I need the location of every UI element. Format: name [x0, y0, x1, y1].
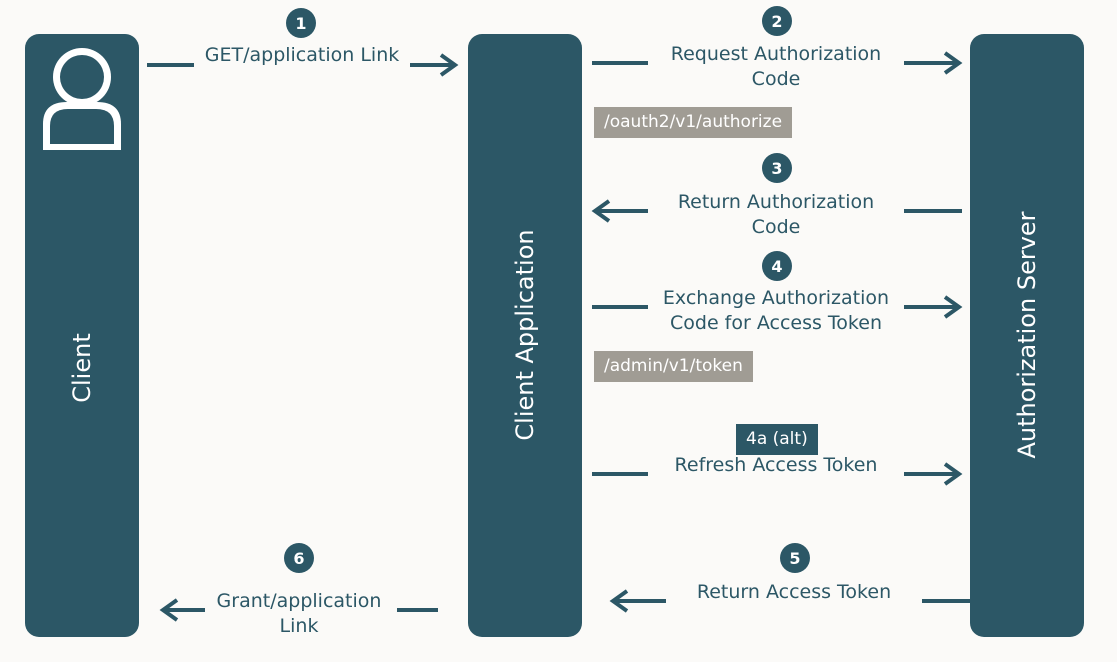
step-4-label: Exchange Authorization Code for Access T… [640, 286, 912, 336]
step-5-badge: 5 [780, 543, 810, 573]
authorize-endpoint-tag: /oauth2/v1/authorize [594, 107, 793, 138]
step-3-badge: 3 [762, 153, 792, 183]
step-6-label-line-1: Grant/application [216, 590, 382, 612]
step-4-label-line-1: Exchange Authorization [662, 287, 890, 309]
step-1-label: GET/application Link [192, 43, 412, 68]
step-6-badge: 6 [284, 543, 314, 573]
step-5-label-line-1: Return Access Token [696, 581, 892, 603]
step-5-label: Return Access Token [668, 580, 920, 605]
step-2-badge: 2 [762, 6, 792, 36]
step-4a-badge: 4a (alt) [736, 424, 818, 455]
step-4a-label: Refresh Access Token [650, 453, 902, 478]
authorization-server-lane: Authorization Server [970, 34, 1084, 637]
arrow-step-4 [592, 295, 963, 319]
user-icon [43, 48, 121, 150]
step-6-label: Grant/application Link [194, 589, 404, 639]
step-2-label: Request Authorization Code [650, 42, 902, 92]
client-application-lane: Client Application [468, 34, 582, 637]
arrow-step-6 [159, 598, 438, 622]
step-2-label-line-1: Request Authorization [670, 43, 882, 65]
arrow-step-1 [147, 53, 459, 77]
step-2-label-line-2: Code [751, 68, 801, 90]
step-1-label-line-1: GET/application Link [204, 44, 400, 66]
client-lane: Client [25, 34, 139, 637]
token-endpoint-tag: /admin/v1/token [594, 351, 753, 382]
arrow-step-2 [592, 51, 963, 75]
arrow-step-5 [609, 589, 970, 613]
step-1-badge: 1 [286, 8, 316, 38]
step-3-label-line-2: Code [751, 216, 801, 238]
step-3-label-line-1: Return Authorization [677, 191, 875, 213]
step-4-label-line-2: Code for Access Token [670, 312, 882, 334]
arrow-step-3 [591, 199, 962, 223]
arrow-step-4a [592, 462, 963, 486]
step-3-label: Return Authorization Code [650, 190, 902, 240]
step-4-badge: 4 [762, 251, 792, 281]
step-6-label-line-2: Link [279, 615, 319, 637]
step-4a-label-line-1: Refresh Access Token [674, 454, 878, 476]
